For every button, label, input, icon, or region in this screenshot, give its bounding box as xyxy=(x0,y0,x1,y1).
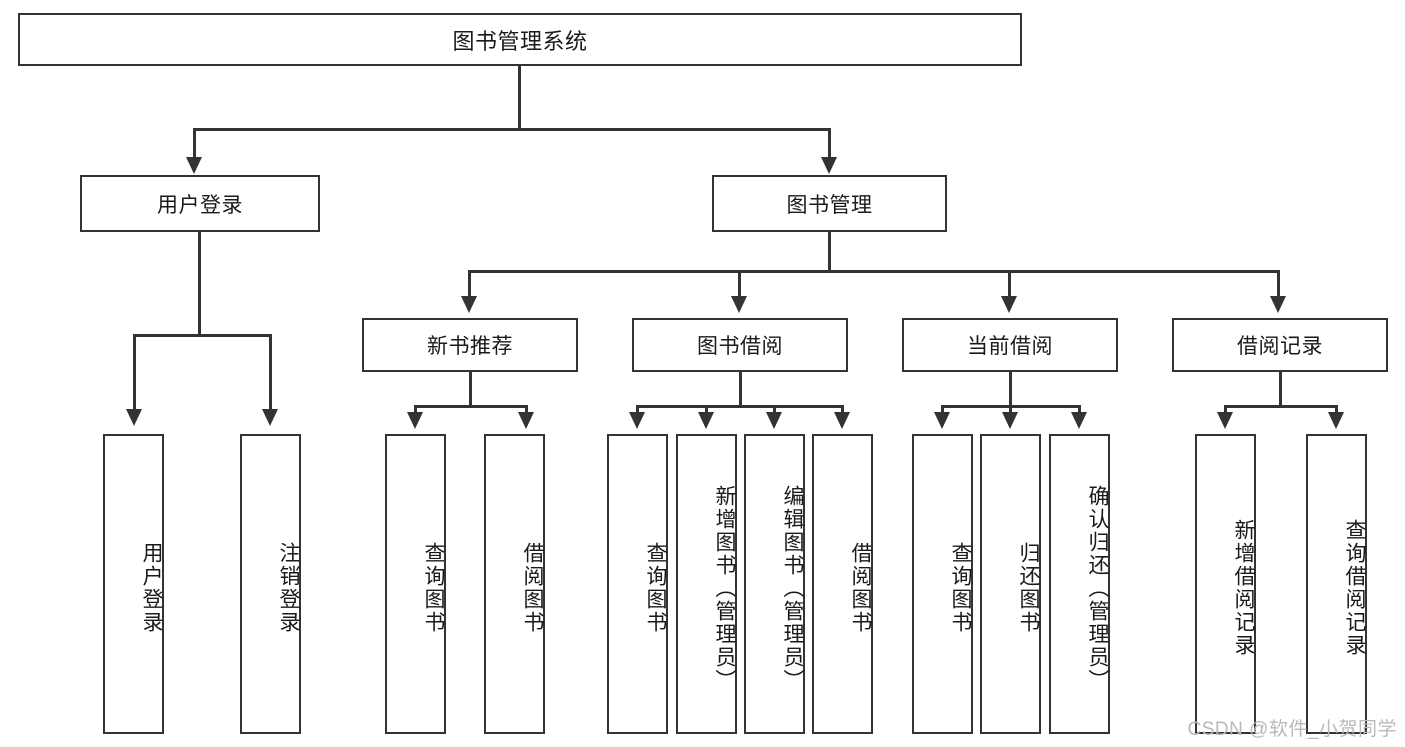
arrow-down-icon xyxy=(186,157,202,174)
node-book-management[interactable]: 图书管理 xyxy=(712,175,947,232)
arrow-down-icon xyxy=(934,412,950,429)
leaf-nbr-borrow-book[interactable]: 借阅图书 xyxy=(484,434,545,734)
node-user-login[interactable]: 用户登录 xyxy=(80,175,320,232)
arrow-down-icon xyxy=(629,412,645,429)
edge-nbr-leaf-1 xyxy=(414,405,417,415)
edge-user-login-bar xyxy=(133,334,272,337)
arrow-down-icon xyxy=(834,412,850,429)
edge-bb-leaf-3 xyxy=(773,405,776,415)
edge-root-trunk xyxy=(518,66,521,128)
arrow-down-icon xyxy=(1002,412,1018,429)
arrow-down-icon xyxy=(461,296,477,313)
edge-to-new-book-recommend xyxy=(468,270,471,300)
leaf-logout[interactable]: 注销登录 xyxy=(240,434,301,734)
leaf-bb-query-book[interactable]: 查询图书 xyxy=(607,434,668,734)
node-root-system[interactable]: 图书管理系统 xyxy=(18,13,1022,66)
edge-cb-leaf-1 xyxy=(941,405,944,415)
edge-nbr-trunk xyxy=(469,372,472,405)
edge-to-borrow-record xyxy=(1277,270,1280,300)
edge-nbr-leaf-2 xyxy=(525,405,528,415)
edge-book-manage-trunk xyxy=(828,232,831,270)
arrow-down-icon xyxy=(1001,296,1017,313)
edge-br-bar xyxy=(1224,405,1338,408)
arrow-down-icon xyxy=(698,412,714,429)
edge-user-login-leaf-2 xyxy=(269,334,272,414)
edge-br-leaf-2 xyxy=(1335,405,1338,415)
edge-bb-trunk xyxy=(739,372,742,405)
edge-cb-leaf-2 xyxy=(1009,405,1012,415)
leaf-bb-borrow-book[interactable]: 借阅图书 xyxy=(812,434,873,734)
node-new-book-recommend[interactable]: 新书推荐 xyxy=(362,318,578,372)
edge-root-to-book-manage xyxy=(828,128,831,162)
leaf-user-login[interactable]: 用户登录 xyxy=(103,434,164,734)
arrow-down-icon xyxy=(1270,296,1286,313)
arrow-down-icon xyxy=(1328,412,1344,429)
edge-user-login-leaf-1 xyxy=(133,334,136,414)
edge-cb-leaf-3 xyxy=(1078,405,1081,415)
leaf-br-add-record[interactable]: 新增借阅记录 xyxy=(1195,434,1256,734)
leaf-cb-return-book[interactable]: 归还图书 xyxy=(980,434,1041,734)
edge-user-login-trunk xyxy=(198,232,201,334)
edge-nbr-bar xyxy=(414,405,528,408)
arrow-down-icon xyxy=(126,409,142,426)
arrow-down-icon xyxy=(262,409,278,426)
leaf-nbr-query-book[interactable]: 查询图书 xyxy=(385,434,446,734)
edge-bb-leaf-4 xyxy=(841,405,844,415)
watermark-text: CSDN @软件_小贺同学 xyxy=(1187,719,1397,740)
edge-br-leaf-1 xyxy=(1224,405,1227,415)
node-borrow-record[interactable]: 借阅记录 xyxy=(1172,318,1388,372)
leaf-cb-confirm-return-admin[interactable]: 确认归还（管理员） xyxy=(1049,434,1110,734)
node-book-borrow[interactable]: 图书借阅 xyxy=(632,318,848,372)
edge-cb-trunk xyxy=(1009,372,1012,405)
arrow-down-icon xyxy=(766,412,782,429)
leaf-cb-query-book[interactable]: 查询图书 xyxy=(912,434,973,734)
edge-root-bar xyxy=(193,128,831,131)
leaf-bb-edit-book-admin[interactable]: 编辑图书（管理员） xyxy=(744,434,805,734)
leaf-bb-add-book-admin[interactable]: 新增图书（管理员） xyxy=(676,434,737,734)
arrow-down-icon xyxy=(1071,412,1087,429)
edge-root-to-user-login xyxy=(193,128,196,162)
edge-br-trunk xyxy=(1279,372,1282,405)
edge-bb-bar xyxy=(636,405,844,408)
edge-bb-leaf-1 xyxy=(636,405,639,415)
edge-to-book-borrow xyxy=(738,270,741,300)
leaf-br-query-record[interactable]: 查询借阅记录 xyxy=(1306,434,1367,734)
arrow-down-icon xyxy=(731,296,747,313)
arrow-down-icon xyxy=(821,157,837,174)
edge-bb-leaf-2 xyxy=(705,405,708,415)
edge-book-manage-bar xyxy=(468,270,1280,273)
arrow-down-icon xyxy=(1217,412,1233,429)
arrow-down-icon xyxy=(518,412,534,429)
edge-to-current-borrow xyxy=(1008,270,1011,300)
arrow-down-icon xyxy=(407,412,423,429)
node-current-borrow[interactable]: 当前借阅 xyxy=(902,318,1118,372)
